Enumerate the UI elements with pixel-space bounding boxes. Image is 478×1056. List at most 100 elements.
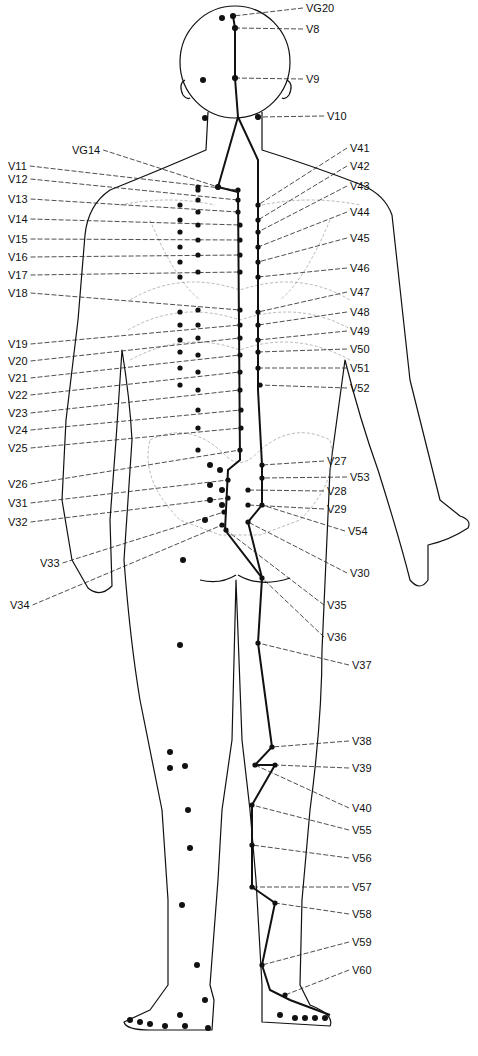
point-label: V35 <box>327 599 347 612</box>
acupoint-dot <box>195 369 200 374</box>
acupoint-dot <box>259 502 264 507</box>
leader-line <box>31 179 238 200</box>
leader-line <box>252 845 349 858</box>
leader-line <box>272 741 349 747</box>
acupoint-dot <box>235 187 240 192</box>
leader-line <box>262 578 324 637</box>
leader-line <box>258 331 347 340</box>
acupoint-dot <box>269 744 274 749</box>
point-label: V27 <box>327 455 347 468</box>
leader-line <box>30 166 238 190</box>
point-label: V44 <box>350 206 370 219</box>
acupoint-dot <box>177 337 182 342</box>
acupoint-dot <box>255 337 260 342</box>
acupoint-dot <box>255 202 260 207</box>
leader-line <box>260 385 347 388</box>
acupoint-dot <box>255 274 260 279</box>
acupoint-dot <box>195 222 200 227</box>
point-label: V36 <box>327 631 347 644</box>
point-label: V37 <box>352 659 372 672</box>
leader-line <box>258 212 347 247</box>
point-label: V33 <box>40 557 60 570</box>
leader-line <box>258 368 347 369</box>
point-label: V15 <box>8 233 28 246</box>
acupoint-dot <box>237 307 242 312</box>
acupoint-dot <box>237 252 242 257</box>
point-label: V42 <box>350 160 370 173</box>
leader-line <box>258 292 347 312</box>
meridian-line <box>238 117 262 578</box>
acupoint-dot <box>238 425 243 430</box>
point-label: V38 <box>352 735 372 748</box>
acupoint-dot <box>259 475 264 480</box>
acupoint-dot <box>272 900 277 905</box>
acupoint-dot <box>249 802 254 807</box>
acupoint-dot <box>245 502 250 507</box>
acupoint-dot <box>259 575 264 580</box>
acupoint-dot <box>195 425 200 430</box>
leader-line <box>255 765 349 808</box>
pelvis-outline <box>148 433 332 535</box>
leader-line <box>285 970 349 995</box>
acupoint-dot <box>282 992 287 997</box>
meridian-line <box>218 16 272 765</box>
acupoint-dot <box>255 322 260 327</box>
leader-line <box>258 186 347 232</box>
leader-line <box>31 199 238 212</box>
acupoint-dot <box>195 187 200 192</box>
acupoint-dot <box>195 209 200 214</box>
leader-line <box>258 148 347 205</box>
acupoint-dot <box>177 382 182 387</box>
point-label: V48 <box>350 306 370 319</box>
leader-line <box>262 942 349 965</box>
acupoint-dot <box>177 349 182 354</box>
acupoint-dot <box>177 259 182 264</box>
acupoint-dot <box>255 640 260 645</box>
acupoint-dot <box>195 197 200 202</box>
acupoint-dot <box>255 217 260 222</box>
leader-line <box>275 765 349 768</box>
acupoint-dot <box>255 349 260 354</box>
acupoint-dot <box>255 259 260 264</box>
point-label: V41 <box>350 142 370 155</box>
point-label: V28 <box>327 485 347 498</box>
point-label: V17 <box>8 269 28 282</box>
leader-line <box>235 28 303 29</box>
leader-line <box>31 450 240 484</box>
ear <box>282 80 291 99</box>
leader-line <box>31 410 241 430</box>
acupoint-dot <box>245 487 250 492</box>
leader-line <box>258 116 324 117</box>
acupoint-dot <box>177 322 182 327</box>
point-label: V56 <box>352 852 372 865</box>
leader-line <box>248 505 324 509</box>
point-label: V40 <box>352 802 372 815</box>
acupoint-dot <box>255 229 260 234</box>
leader-line <box>31 255 240 257</box>
leader-line <box>31 390 240 413</box>
point-label: V46 <box>350 262 370 275</box>
point-label: V31 <box>8 497 28 510</box>
leader-line <box>226 530 324 605</box>
point-label: V43 <box>350 180 370 193</box>
acupoint-dot <box>237 387 242 392</box>
point-label: V13 <box>8 193 28 206</box>
point-label: V23 <box>8 407 28 420</box>
leader-line <box>258 312 347 325</box>
acupoint-dot <box>177 309 182 314</box>
acupoint-dot <box>225 477 230 482</box>
acupoint-dot <box>245 519 250 524</box>
acupoint-dot <box>257 382 262 387</box>
leader-line <box>63 512 224 563</box>
acupoint-dot <box>177 217 182 222</box>
point-label: V32 <box>8 516 28 529</box>
acupoint-dot <box>255 244 260 249</box>
point-label: V20 <box>8 355 28 368</box>
leader-line <box>252 887 349 888</box>
acupoint-dot <box>237 237 242 242</box>
leader-line <box>31 338 240 361</box>
scapula-outline <box>150 220 330 300</box>
point-label: V16 <box>8 251 28 264</box>
leader-line <box>248 490 324 491</box>
